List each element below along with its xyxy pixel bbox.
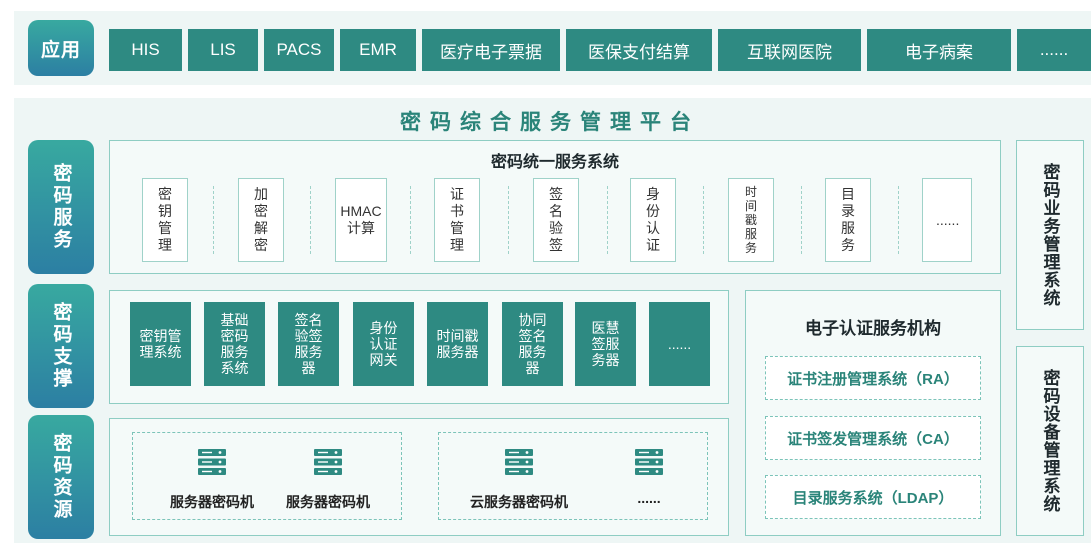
crypto-device-management-system[interactable]: 密码设备管理系统 [1016, 346, 1084, 536]
divider [410, 186, 411, 254]
app-item-his[interactable]: HIS [109, 29, 182, 71]
ra-system[interactable]: 证书注册管理系统（RA） [765, 356, 981, 400]
divider [213, 186, 214, 254]
app-item-pacs[interactable]: PACS [264, 29, 334, 71]
support-key-management-system[interactable]: 密钥管理系统 [130, 302, 191, 386]
app-item-insurance-settlement[interactable]: 医保支付结算 [566, 29, 712, 71]
crypto-business-management-system[interactable]: 密码业务管理系统 [1016, 140, 1084, 330]
support-identity-gateway[interactable]: 身份认证网关 [353, 302, 414, 386]
crypto-resource-label: 密码资源 [28, 415, 94, 539]
crypto-resource-panel [109, 418, 729, 536]
server-group-cloud [438, 432, 708, 520]
app-item-emr[interactable]: EMR [340, 29, 416, 71]
service-card-cert-management[interactable]: 证书管理 [434, 178, 480, 262]
unified-service-title: 密码统一服务系统 [490, 154, 619, 171]
support-collab-sign-server[interactable]: 协同签名服务器 [502, 302, 563, 386]
service-card-more[interactable]: ...... [922, 178, 972, 262]
crypto-support-label: 密码支撑 [28, 284, 94, 408]
server-icon [505, 449, 533, 475]
ca-system[interactable]: 证书签发管理系统（CA） [765, 416, 981, 460]
app-item-medical-record[interactable]: 电子病案 [867, 29, 1011, 71]
app-item-lis[interactable]: LIS [188, 29, 258, 71]
support-timestamp-server[interactable]: 时间戳服务器 [427, 302, 488, 386]
server-label-cloud-hsm: 云服务器密码机 [470, 494, 568, 510]
server-label-more: ...... [637, 490, 661, 506]
server-label-hsm-1: 服务器密码机 [170, 494, 254, 510]
app-row-label: 应用 [28, 20, 94, 76]
service-card-hmac[interactable]: HMAC计算 [335, 178, 387, 262]
service-card-directory[interactable]: 目录服务 [825, 178, 871, 262]
app-item-more[interactable]: ...... [1017, 29, 1091, 71]
ca-org-title: 电子认证服务机构 [805, 319, 941, 338]
divider [801, 186, 802, 254]
ldap-system[interactable]: 目录服务系统（LDAP） [765, 475, 981, 519]
server-label-hsm-2: 服务器密码机 [286, 494, 370, 510]
crypto-support-panel [109, 290, 729, 404]
app-item-internet-hospital[interactable]: 互联网医院 [718, 29, 861, 71]
server-icon [314, 449, 342, 475]
divider [898, 186, 899, 254]
divider [508, 186, 509, 254]
support-yihui-sign-server[interactable]: 医慧签服务器 [575, 302, 636, 386]
platform-title: 密码综合服务管理平台 [400, 111, 700, 134]
service-card-sign-verify[interactable]: 签名验签 [533, 178, 579, 262]
support-sign-verify-server[interactable]: 签名验签服务器 [278, 302, 339, 386]
service-card-timestamp[interactable]: 时间戳服务 [728, 178, 774, 262]
server-icon [198, 449, 226, 475]
service-card-identity-auth[interactable]: 身份认证 [630, 178, 676, 262]
divider [703, 186, 704, 254]
crypto-service-label: 密码服务 [28, 140, 94, 274]
support-more[interactable]: ...... [649, 302, 710, 386]
server-group-local [132, 432, 402, 520]
app-item-e-invoice[interactable]: 医疗电子票据 [422, 29, 560, 71]
server-icon [635, 449, 663, 475]
divider [607, 186, 608, 254]
service-card-encrypt-decrypt[interactable]: 加密解密 [238, 178, 284, 262]
support-basic-crypto-service[interactable]: 基础密码服务系统 [204, 302, 265, 386]
divider [310, 186, 311, 254]
service-card-key-management[interactable]: 密钥管理 [142, 178, 188, 262]
